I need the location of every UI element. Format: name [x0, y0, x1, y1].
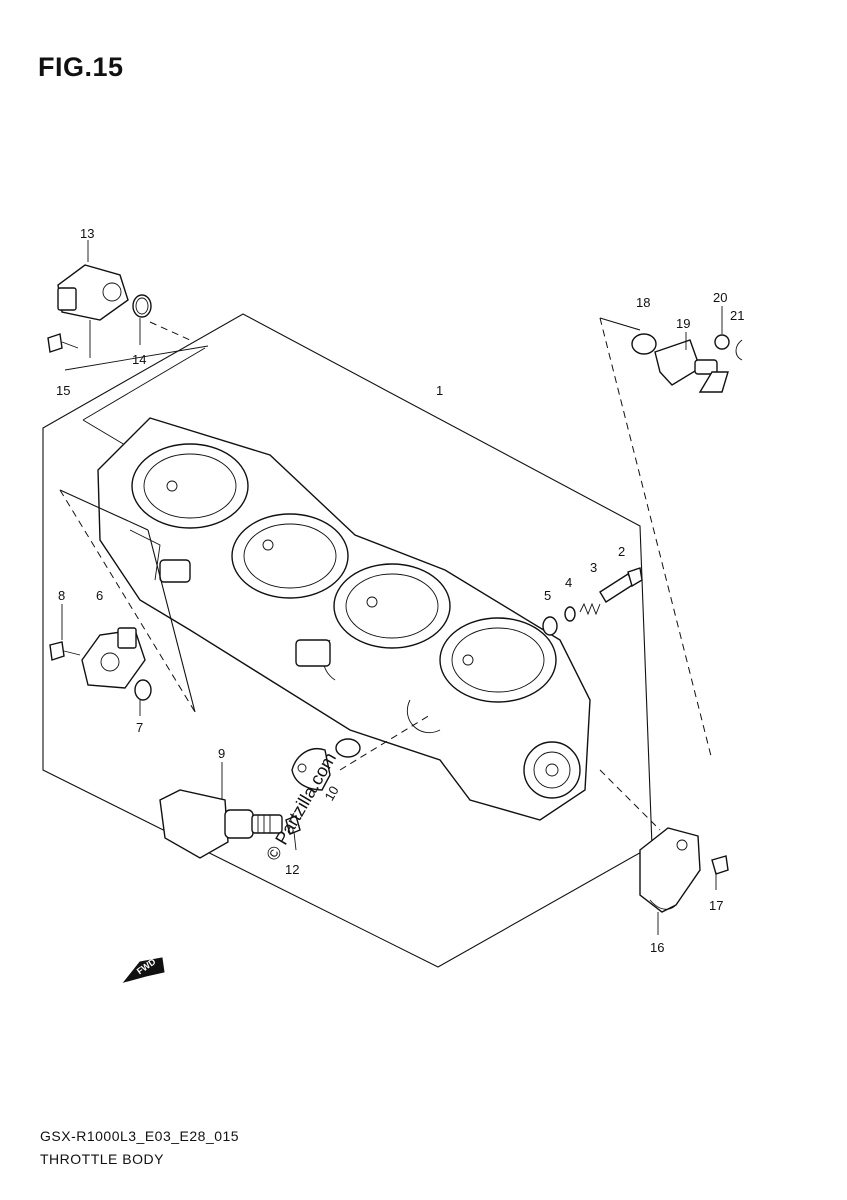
bolt-17-part — [711, 855, 729, 890]
bracket-16-part — [639, 827, 701, 913]
callout-14: 14 — [132, 352, 146, 367]
spring-3-part — [579, 602, 601, 616]
callout-13: 13 — [80, 226, 94, 241]
callout-9: 9 — [218, 746, 225, 761]
sensor-9-part — [159, 789, 283, 859]
callout-20: 20 — [713, 290, 727, 305]
callout-17: 17 — [709, 898, 723, 913]
throttle-body-part — [97, 417, 591, 821]
leader-dash-13 — [149, 321, 191, 341]
callout-19: 19 — [676, 316, 690, 331]
footer-model-code: GSX-R1000L3_E03_E28_015 — [40, 1128, 240, 1144]
callout-21: 21 — [730, 308, 744, 323]
callout-7: 7 — [136, 720, 143, 735]
bracket-18 — [599, 317, 641, 331]
callout-3: 3 — [590, 560, 597, 575]
callout-8: 8 — [58, 588, 65, 603]
callout-12: 12 — [285, 862, 299, 877]
callout-4: 4 — [565, 575, 572, 590]
parts-18-21 — [631, 333, 743, 393]
footer-section-name: THROTTLE BODY — [40, 1151, 164, 1167]
bracket-10-part — [291, 738, 361, 791]
screw-12-part — [285, 815, 301, 851]
callout-18: 18 — [636, 295, 650, 310]
washer-4-part — [564, 606, 576, 622]
fwd-arrow-icon: FWD — [122, 956, 165, 983]
leader-dash-16 — [599, 769, 661, 831]
sensor-6-part — [49, 627, 152, 701]
figure-title: FIG.15 — [38, 52, 124, 82]
leader-dash-10 — [339, 714, 431, 771]
o-ring-5-part — [542, 616, 558, 636]
callout-10: 10 — [321, 783, 341, 803]
callout-6: 6 — [96, 588, 103, 603]
callout-15: 15 — [56, 383, 70, 398]
sensor-13-part — [47, 264, 152, 353]
leader-dash-18 — [599, 317, 713, 761]
callout-1: 1 — [436, 383, 443, 398]
leader-dash-6 — [59, 489, 196, 713]
leader-15 — [64, 320, 209, 371]
callout-2: 2 — [618, 544, 625, 559]
bracket-6 — [59, 489, 196, 713]
assembly-inner-edge — [82, 347, 206, 446]
callout-5: 5 — [544, 588, 551, 603]
screw-2-part — [599, 567, 643, 603]
callout-16: 16 — [650, 940, 664, 955]
